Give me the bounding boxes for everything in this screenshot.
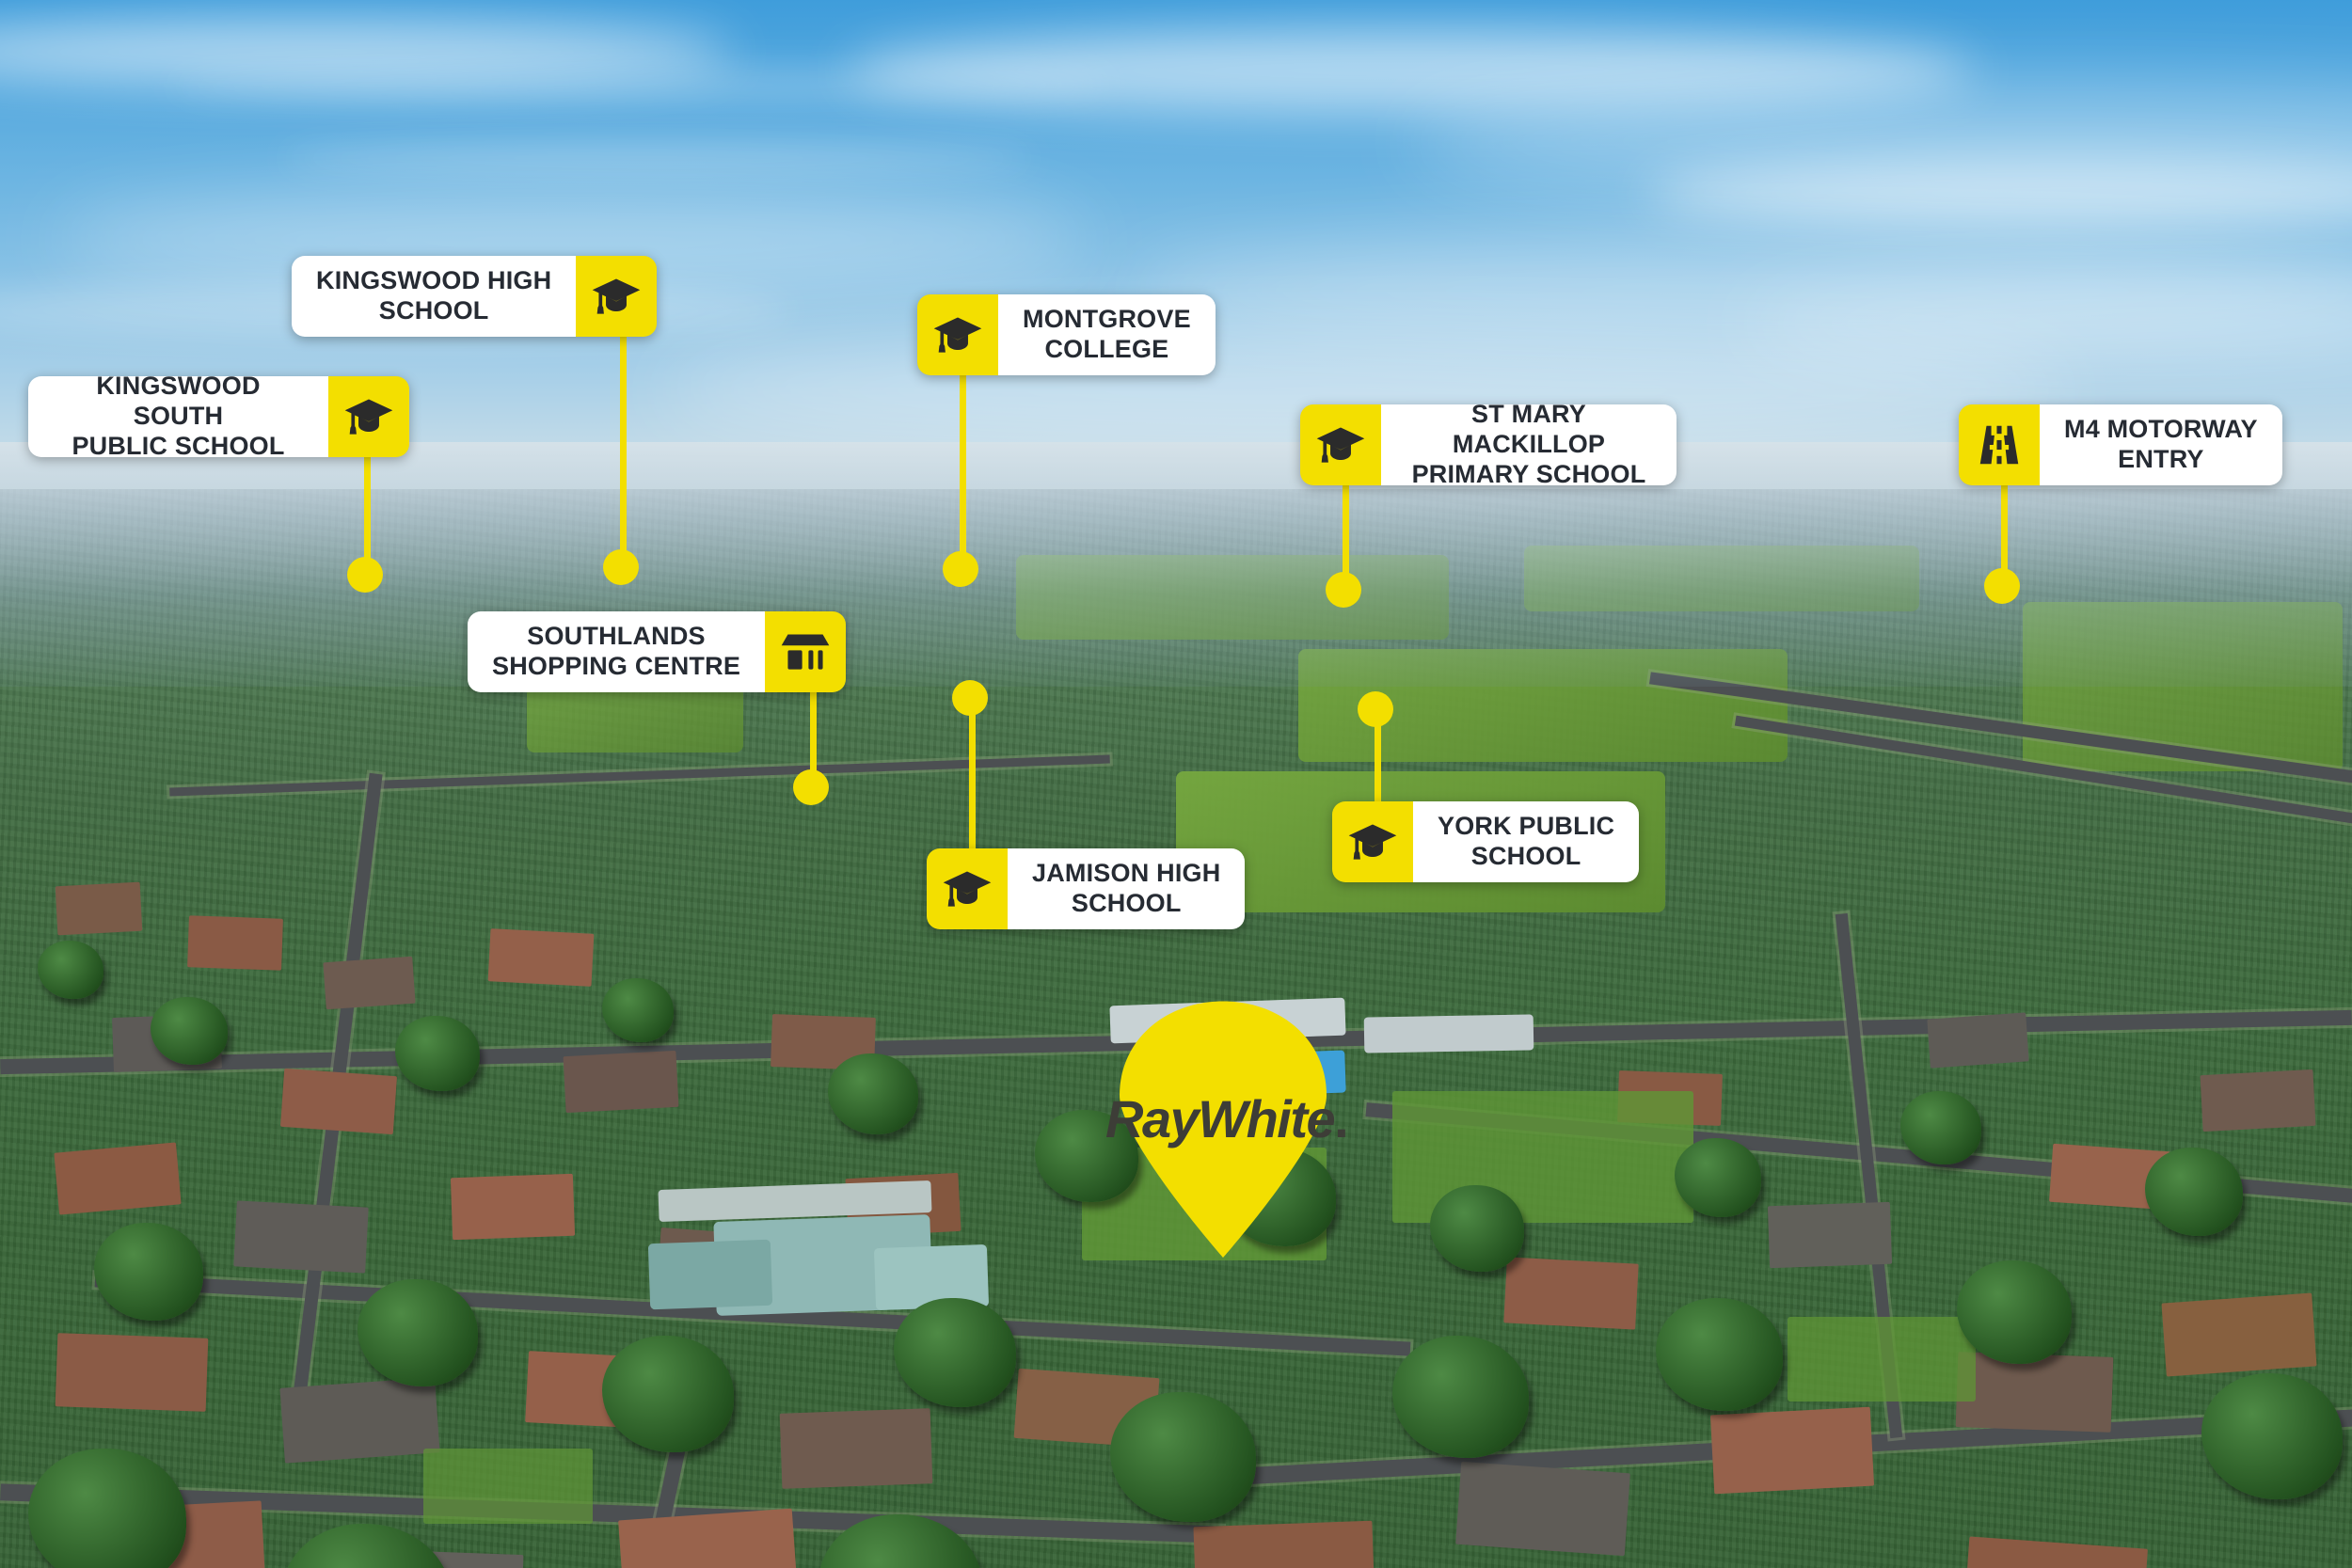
callout-kingswood-south-public-school[interactable]: KINGSWOOD SOUTH PUBLIC SCHOOL [28,372,409,460]
tree [1110,1392,1256,1522]
tree [1656,1298,1783,1411]
leader-line-southlands-shopping-centre [810,692,817,790]
tree [1900,1091,1981,1164]
house-roof [323,956,416,1010]
map-marker-dot-kingswood-south-public-school[interactable] [347,557,383,593]
map-marker-dot-southlands-shopping-centre[interactable] [793,769,829,805]
house-roof [1767,1201,1893,1269]
callout-label-st-mary-mackillop-primary-school: ST MARY MACKILLOP PRIMARY SCHOOL [1381,400,1677,488]
parkland [527,687,743,752]
callout-jamison-high-school[interactable]: JAMISON HIGH SCHOOL [927,848,1298,929]
tree [828,1053,918,1134]
callout-st-mary-mackillop-primary-school[interactable]: ST MARY MACKILLOP PRIMARY SCHOOL [1300,400,1677,488]
parkland [1016,555,1449,640]
map-marker-dot-m4-motorway-entry[interactable] [1984,568,2020,604]
house-roof [487,928,595,987]
map-pin-shape [1120,1001,1327,1258]
callout-southlands-shopping-centre[interactable]: SOUTHLANDS SHOPPING CENTRE [468,611,863,692]
leader-line-kingswood-high-school [620,337,627,561]
callout-york-public-school[interactable]: YORK PUBLIC SCHOOL [1332,801,1704,882]
tree [602,978,674,1042]
tree [358,1279,478,1386]
lawn [1788,1317,1976,1402]
brand-mark: . [1334,1089,1349,1148]
house-roof [233,1200,369,1274]
house-roof [450,1173,576,1241]
tree [2145,1148,2243,1236]
house-roof [54,1142,182,1215]
leader-line-york-public-school [1375,705,1381,807]
graduation-cap-icon [576,256,658,337]
callout-label-southlands-shopping-centre: SOUTHLANDS SHOPPING CENTRE [468,611,766,692]
tree [2201,1373,2343,1499]
shop-storefront-icon [765,611,847,692]
house-roof [1503,1257,1639,1330]
callout-m4-motorway-entry[interactable]: M4 MOTORWAY ENTRY [1959,404,2326,485]
lawn [423,1449,593,1524]
callout-label-jamison-high-school: JAMISON HIGH SCHOOL [1008,848,1246,929]
graduation-cap-icon [1300,404,1381,485]
callout-label-m4-motorway-entry: M4 MOTORWAY ENTRY [2040,404,2282,485]
house-roof [2161,1292,2317,1377]
house-roof [563,1050,679,1114]
tree [151,997,228,1065]
tree [1392,1336,1529,1458]
tree [602,1336,734,1452]
graduation-cap-icon [917,294,998,375]
ray-white-property-pin[interactable]: RayWhite. [1105,999,1349,1258]
callout-label-kingswood-south-public-school: KINGSWOOD SOUTH PUBLIC SCHOOL [28,372,328,460]
callout-label-york-public-school: YORK PUBLIC SCHOOL [1413,801,1640,882]
house-roof [779,1408,933,1489]
house-roof [279,1068,398,1135]
house-roof [55,1333,209,1412]
house-roof [2200,1069,2316,1132]
brand-white: White [1198,1089,1335,1148]
map-marker-dot-jamison-high-school[interactable] [952,680,988,716]
house-roof [55,881,143,936]
school-building [1363,1014,1534,1053]
callout-kingswood-high-school[interactable]: KINGSWOOD HIGH SCHOOL [292,256,668,337]
tree [1675,1138,1761,1217]
map-marker-dot-st-mary-mackillop-primary-school[interactable] [1326,572,1361,608]
tree [1035,1110,1138,1202]
tree [38,941,103,999]
leader-line-jamison-high-school [969,694,976,851]
graduation-cap-icon [1332,801,1413,882]
tree [1430,1185,1524,1272]
graduation-cap-icon [927,848,1008,929]
tree [1957,1260,2072,1364]
graduation-cap-icon [328,376,409,457]
house-roof [187,915,283,971]
house-roof [1455,1461,1630,1557]
shopping-centre-roof [647,1239,773,1310]
callout-label-kingswood-high-school: KINGSWOOD HIGH SCHOOL [292,256,577,337]
house-roof [279,1377,440,1464]
brand-ray: Ray [1105,1089,1200,1148]
house-roof [1955,1352,2114,1433]
house-roof [1193,1520,1375,1568]
map-marker-dot-york-public-school[interactable] [1358,691,1393,727]
parkland [1524,546,1919,611]
leader-line-montgrove-college [960,375,966,564]
callout-montgrove-college[interactable]: MONTGROVE COLLEGE [917,294,1303,375]
motorway-road-icon [1959,404,2040,485]
callout-label-montgrove-college: MONTGROVE COLLEGE [998,294,1216,375]
map-marker-dot-kingswood-high-school[interactable] [603,549,639,585]
tree [395,1016,480,1091]
house-roof [1709,1406,1875,1495]
map-marker-dot-montgrove-college[interactable] [943,551,978,587]
tree [894,1298,1016,1407]
tree [28,1449,186,1568]
house-roof [1927,1012,2029,1069]
tree [94,1223,203,1321]
